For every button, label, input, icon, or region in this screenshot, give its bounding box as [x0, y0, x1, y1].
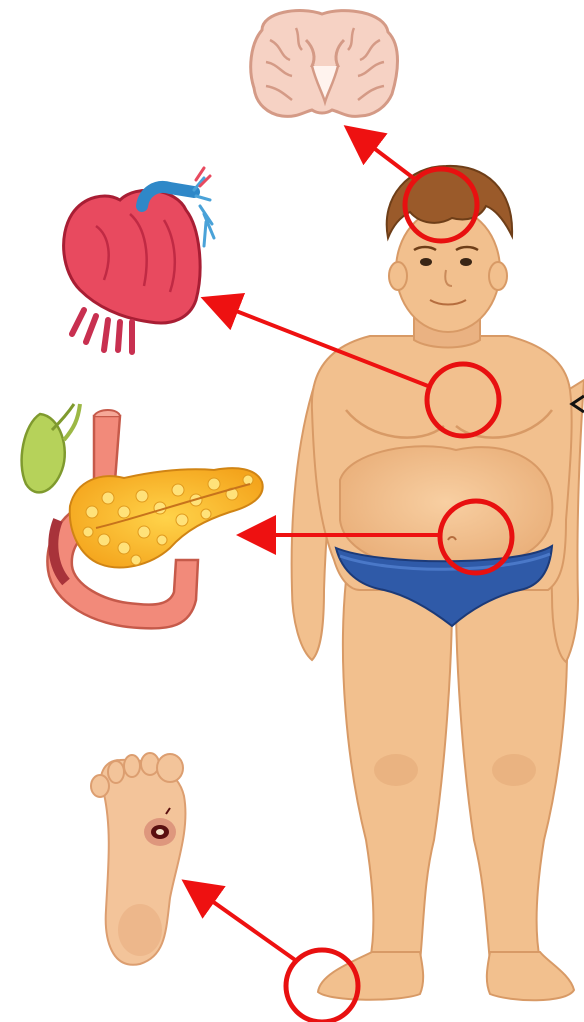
overweight-man-figure	[292, 166, 584, 1000]
brain-icon	[251, 11, 398, 117]
foot-ulcer-icon	[91, 753, 185, 965]
pancreas-icon	[22, 404, 263, 628]
arrow-head-to-brain	[350, 130, 416, 180]
heart-icon	[64, 168, 214, 352]
arrow-ankle-to-foot	[188, 884, 298, 962]
